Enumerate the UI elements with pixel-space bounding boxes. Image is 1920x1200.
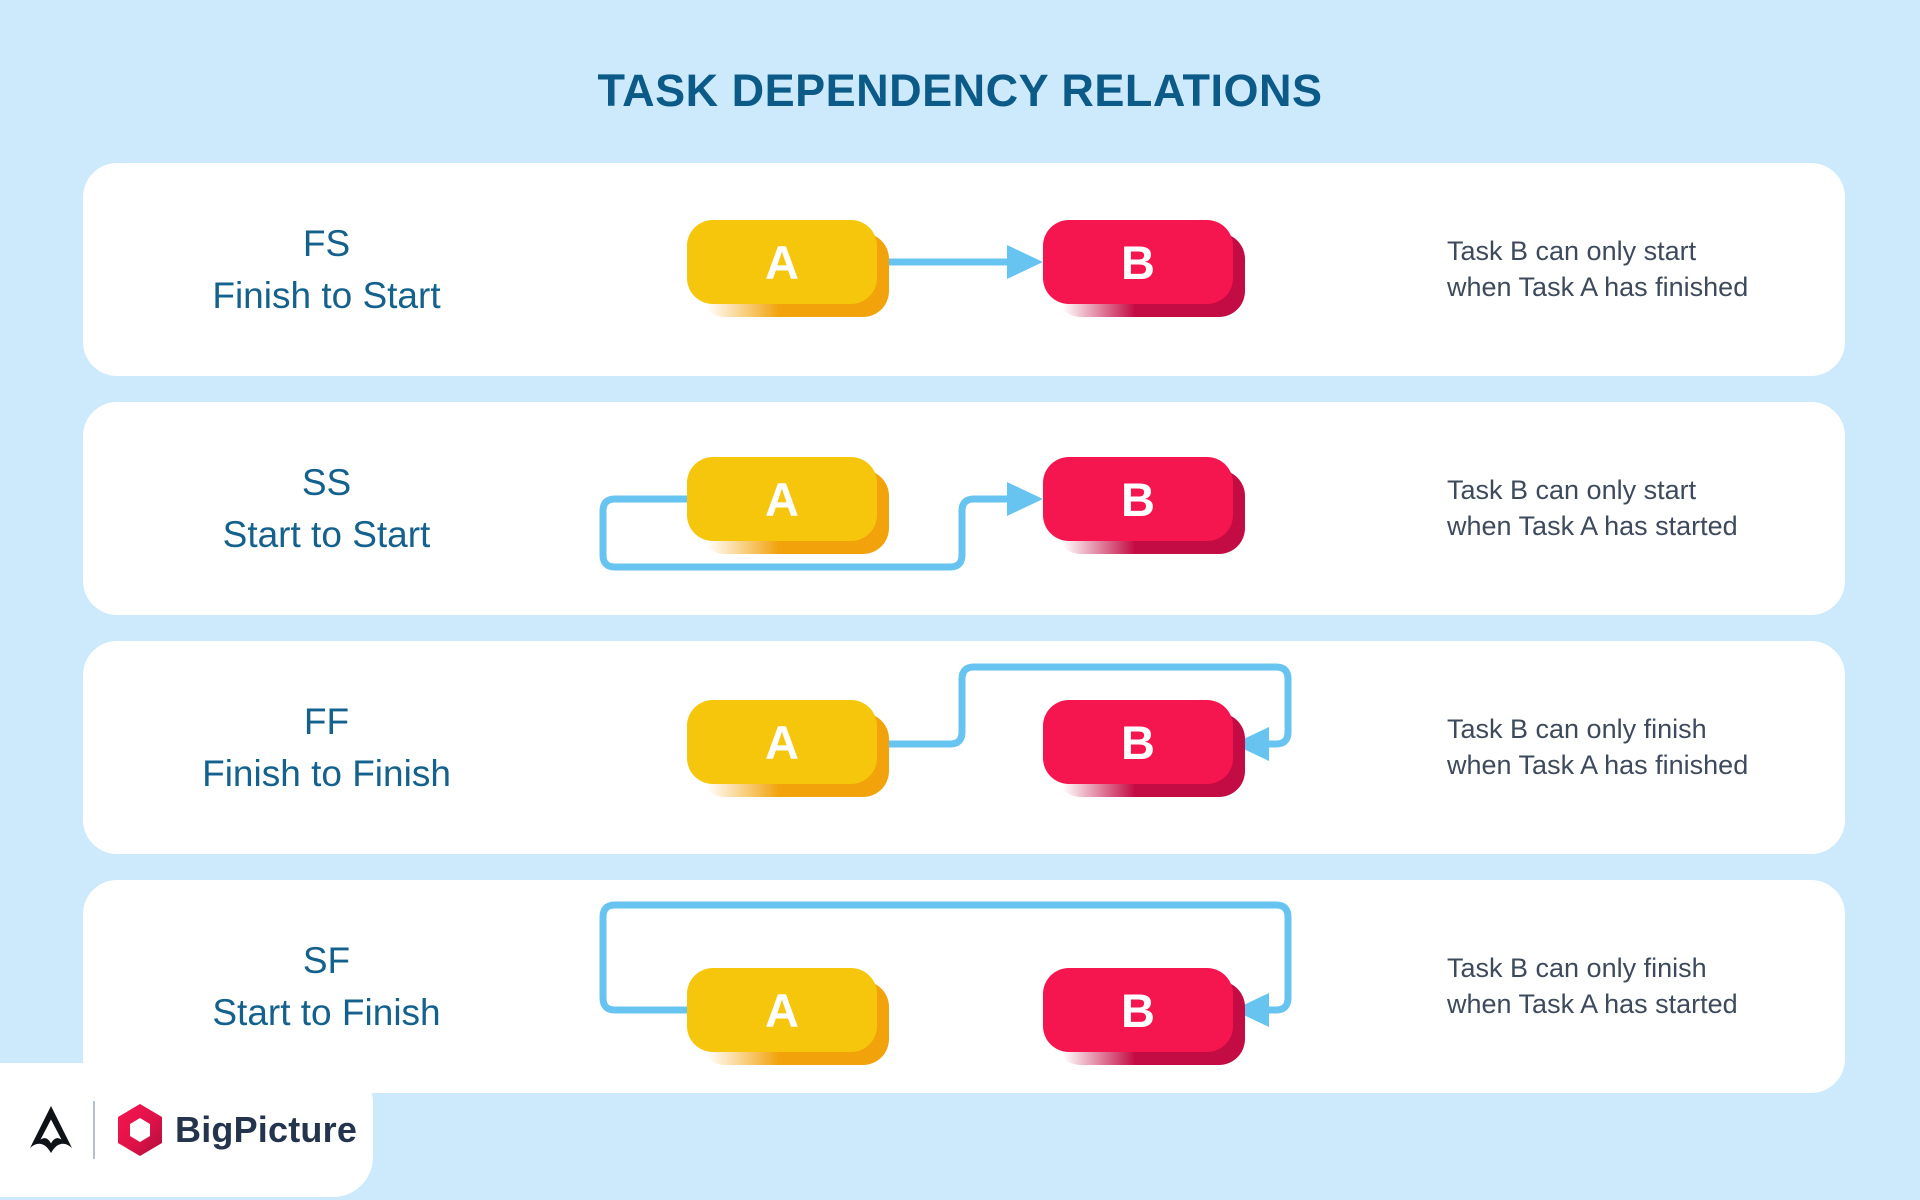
task-a-label: A: [687, 220, 877, 304]
description-line: Task B can only start: [1447, 474, 1697, 505]
relation-cards: FS Finish to Start A B Task B can only s…: [83, 163, 1845, 1119]
relation-name: Start to Start: [222, 513, 431, 555]
card-finish-to-finish: FF Finish to Finish A B Task B can only …: [83, 641, 1845, 854]
description-line: Task B can only finish: [1447, 713, 1707, 744]
task-b-box: B: [1043, 700, 1245, 797]
relation-description: Task B can only finish when Task A has f…: [1310, 641, 1845, 854]
relation-abbr: FF: [303, 701, 350, 743]
description-line: when Task A has finished: [1447, 271, 1749, 302]
description-line: when Task A has started: [1447, 988, 1738, 1019]
page-title: TASK DEPENDENCY RELATIONS: [597, 64, 1323, 116]
ff-connector-arrow-icon: [877, 663, 1292, 761]
task-a-box: A: [687, 700, 889, 797]
task-b-box: B: [1043, 457, 1245, 554]
description-line: Task B can only finish: [1447, 952, 1707, 983]
task-b-label: B: [1043, 968, 1233, 1052]
relation-abbr: FS: [302, 223, 351, 265]
task-b-box: B: [1043, 220, 1245, 317]
appfire-logo-icon: [29, 1106, 73, 1153]
relation-abbr: SS: [301, 462, 352, 504]
task-a-label: A: [687, 968, 877, 1052]
task-a-box: A: [687, 457, 889, 554]
task-b-label: B: [1043, 700, 1233, 784]
description-line: Task B can only start: [1447, 235, 1697, 266]
ss-diagram: A B: [570, 402, 1310, 615]
task-b-box: B: [1043, 968, 1245, 1065]
task-a-box: A: [687, 220, 889, 317]
header: TASK DEPENDENCY RELATIONS: [0, 0, 1920, 163]
card-start-to-finish: SF Start to Finish A B Task B can only f…: [83, 880, 1845, 1093]
relation-name: Finish to Start: [212, 274, 441, 316]
brand-name: BigPicture: [175, 1109, 358, 1150]
description-line: when Task A has started: [1447, 510, 1738, 541]
description-line: when Task A has finished: [1447, 749, 1749, 780]
task-b-label: B: [1043, 220, 1233, 304]
relation-label: FF Finish to Finish: [83, 641, 570, 854]
relation-name: Finish to Finish: [202, 752, 451, 794]
task-a-label: A: [687, 457, 877, 541]
task-b-label: B: [1043, 457, 1233, 541]
fs-connector-arrow-icon: [877, 245, 1043, 279]
relation-description: Task B can only start when Task A has fi…: [1310, 163, 1845, 376]
ff-diagram: A B: [570, 641, 1310, 854]
card-start-to-start: SS Start to Start A B Task B can only st…: [83, 402, 1845, 615]
ss-connector-arrow-icon: [599, 482, 1043, 571]
bigpicture-hexagon-icon: [118, 1104, 162, 1156]
relation-label: SS Start to Start: [83, 402, 570, 615]
task-a-box: A: [687, 968, 889, 1065]
brand-footer: BigPicture: [0, 1063, 373, 1197]
sf-diagram: A B: [570, 880, 1310, 1093]
divider: [93, 1101, 95, 1159]
relation-label: FS Finish to Start: [83, 163, 570, 376]
relation-description: Task B can only start when Task A has st…: [1310, 402, 1845, 615]
relation-label: SF Start to Finish: [83, 880, 570, 1093]
sf-connector-arrow-icon: [599, 901, 1292, 1027]
relation-name: Start to Finish: [212, 991, 441, 1033]
relation-description: Task B can only finish when Task A has s…: [1310, 880, 1845, 1093]
card-finish-to-start: FS Finish to Start A B Task B can only s…: [83, 163, 1845, 376]
fs-diagram: A B: [570, 163, 1310, 376]
task-a-label: A: [687, 700, 877, 784]
relation-abbr: SF: [302, 940, 351, 982]
